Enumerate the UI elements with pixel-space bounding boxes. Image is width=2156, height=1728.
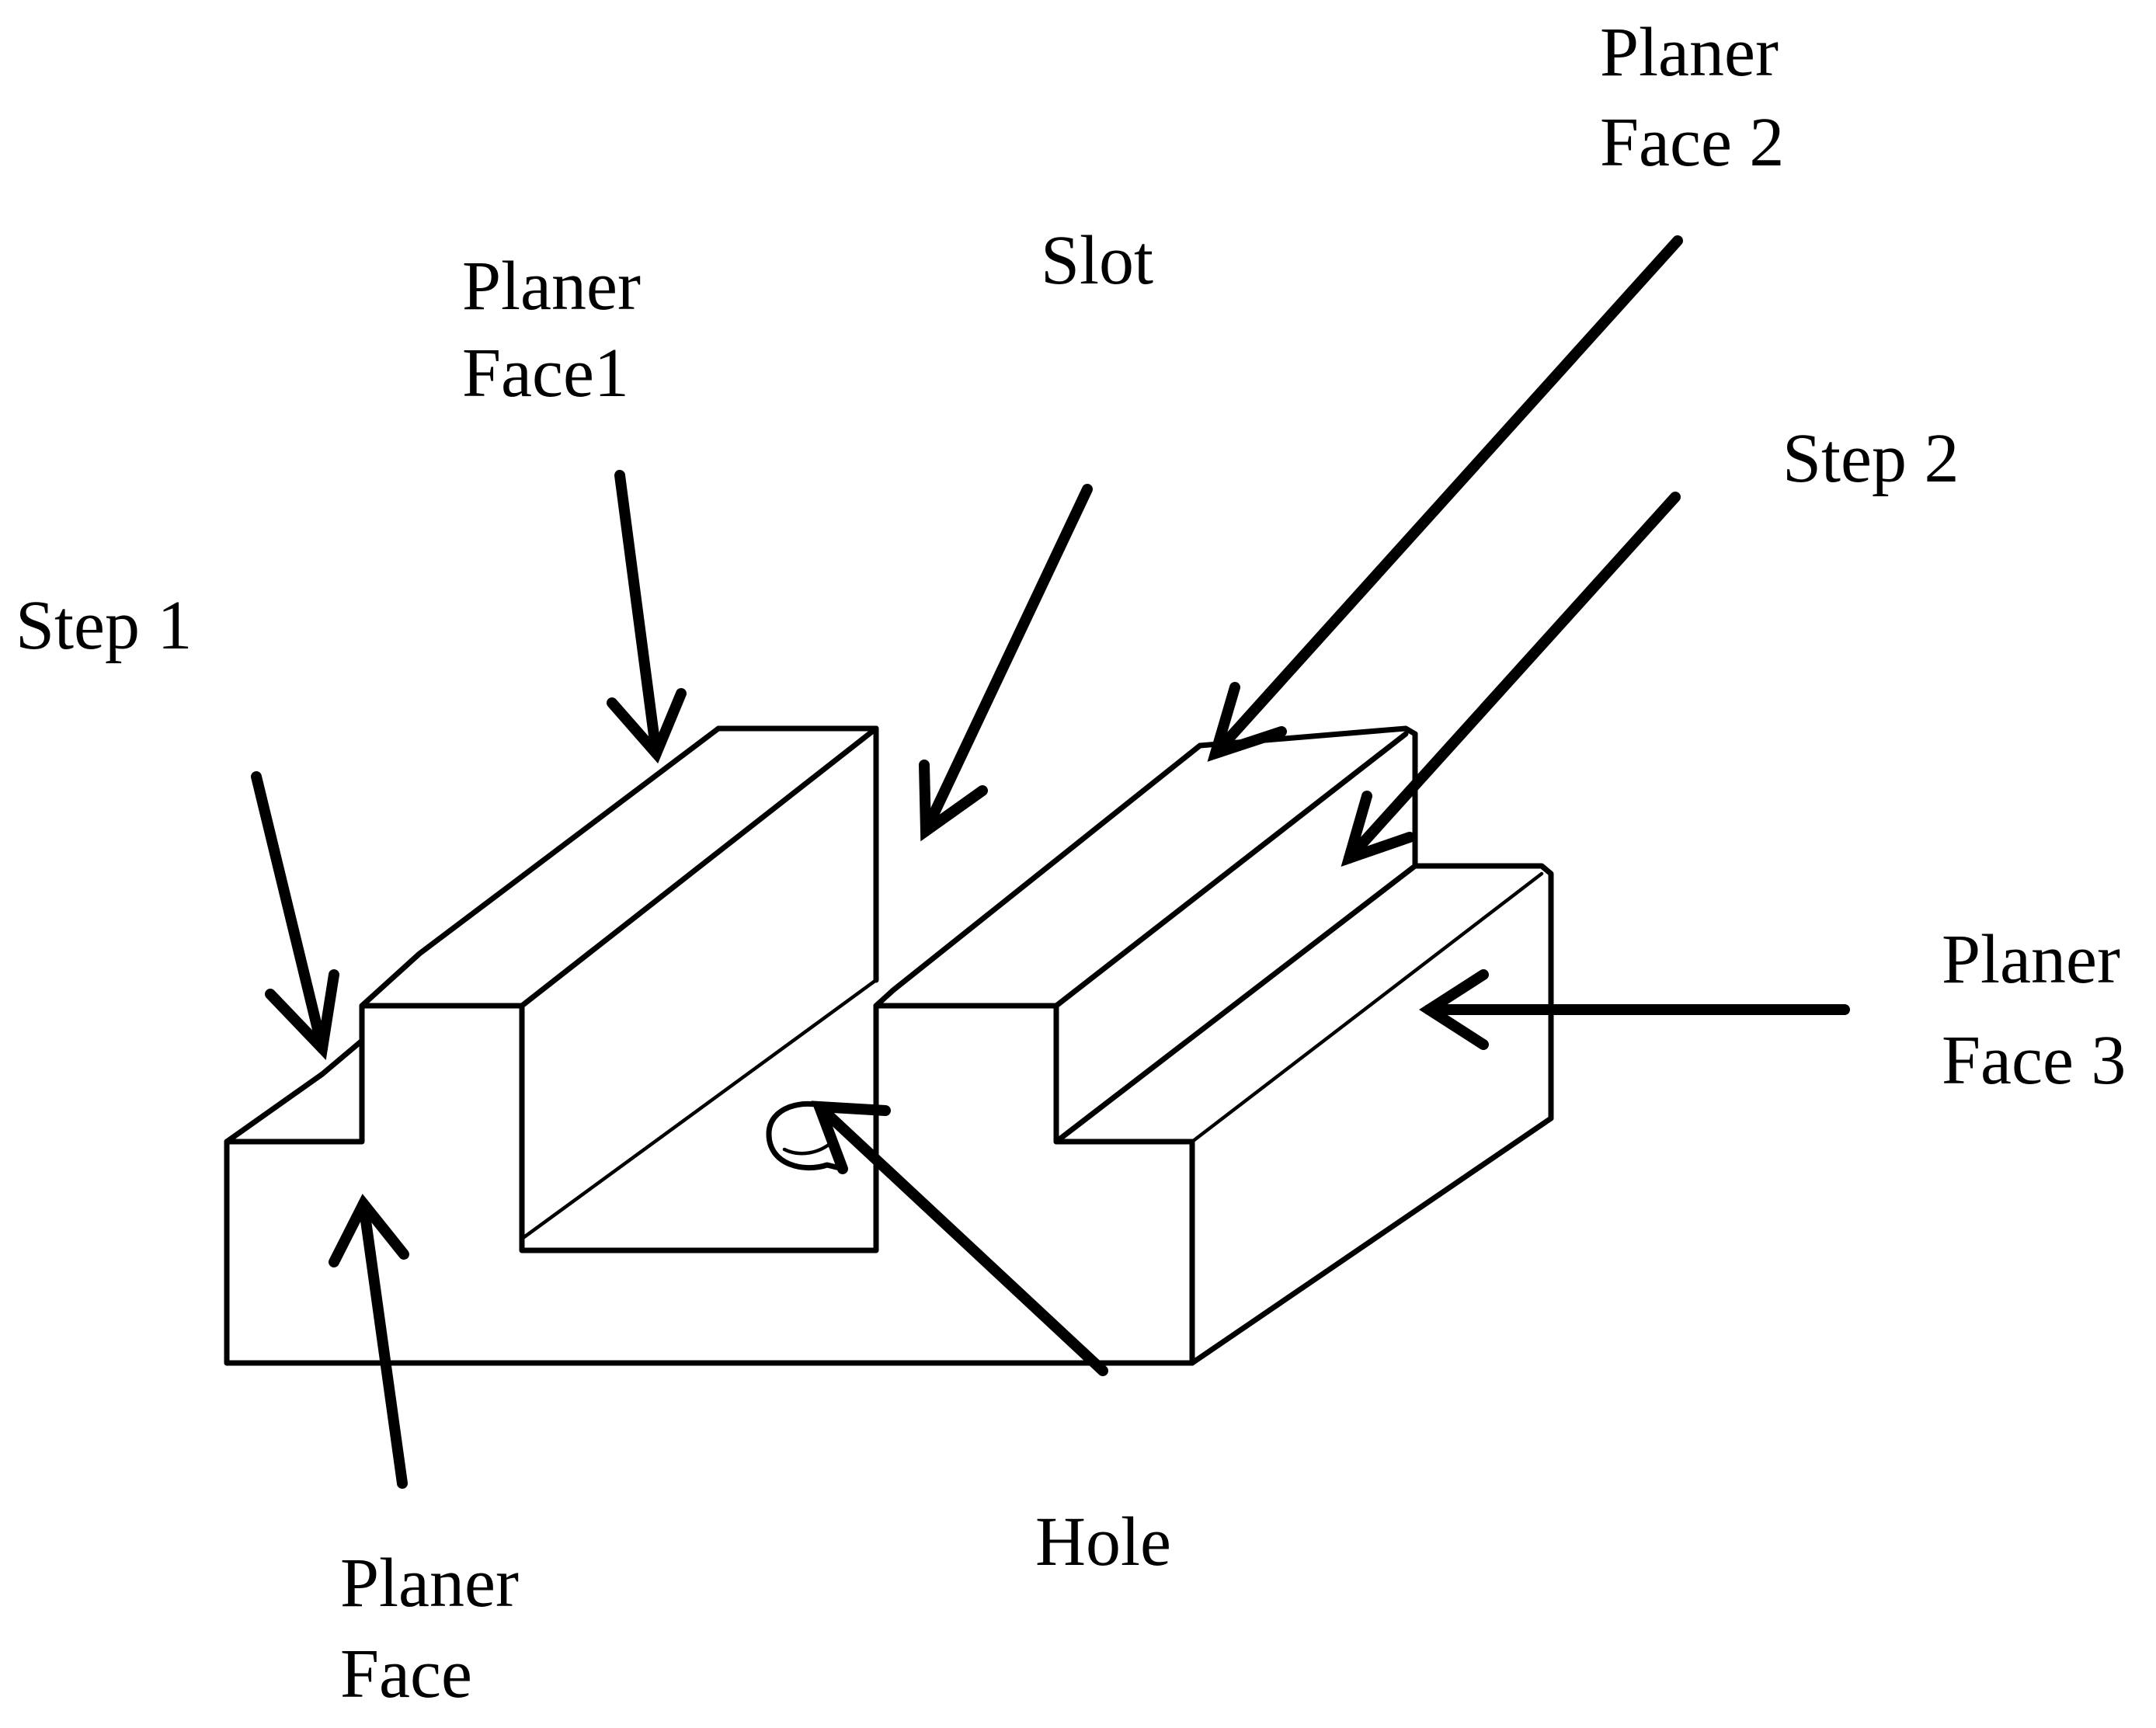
- slot-arrow: [919, 484, 1093, 842]
- step2-inner-edge: [1190, 871, 1544, 1144]
- planer-face3-arrow: [1419, 969, 1850, 1050]
- planer-face2-arrow: [1207, 235, 1683, 762]
- planer-face2-label-line1: Planer: [1600, 14, 1779, 91]
- planer-face2-label-line2: Face 2: [1600, 104, 1784, 181]
- planer-face-arrow: [329, 1194, 409, 1489]
- labels: Step 1 Planer Face1 Slot Planer Face 2 S…: [16, 14, 2126, 1712]
- slot-label: Slot: [1041, 222, 1153, 299]
- planer-face3-label-line1: Planer: [1942, 921, 2120, 998]
- left-block-top-front-edge: [519, 725, 879, 1009]
- planer-face-label-line2: Face: [340, 1636, 472, 1712]
- planer-face1-label-line1: Planer: [462, 248, 641, 325]
- left-step-top: [224, 1038, 365, 1145]
- arrows: [251, 235, 1850, 1489]
- step2-label: Step 2: [1782, 420, 1960, 497]
- step2-top: [1189, 863, 1554, 1366]
- step2-face: [1053, 863, 1418, 1145]
- left-block-top: [359, 725, 879, 1009]
- planer-face-label-line1: Planer: [340, 1545, 519, 1622]
- step1-arrow: [251, 771, 339, 1061]
- step2-arrow: [1341, 492, 1681, 867]
- hole-label: Hole: [1035, 1504, 1171, 1580]
- hole-inner: [782, 1139, 835, 1156]
- hole-outline: [766, 1100, 846, 1172]
- step1-label: Step 1: [16, 587, 193, 664]
- hole-arrow: [811, 1100, 1108, 1376]
- right-block-top-front-edge: [1053, 731, 1409, 1009]
- planer-face1-arrow: [607, 470, 687, 764]
- slot-back-diagonal: [520, 978, 878, 1241]
- planer-face3-label-line2: Face 3: [1942, 1022, 2126, 1099]
- front-face-outline: [224, 1003, 1195, 1366]
- planer-face1-label-line2: Face1: [462, 335, 629, 412]
- part-drawing: [224, 725, 1554, 1366]
